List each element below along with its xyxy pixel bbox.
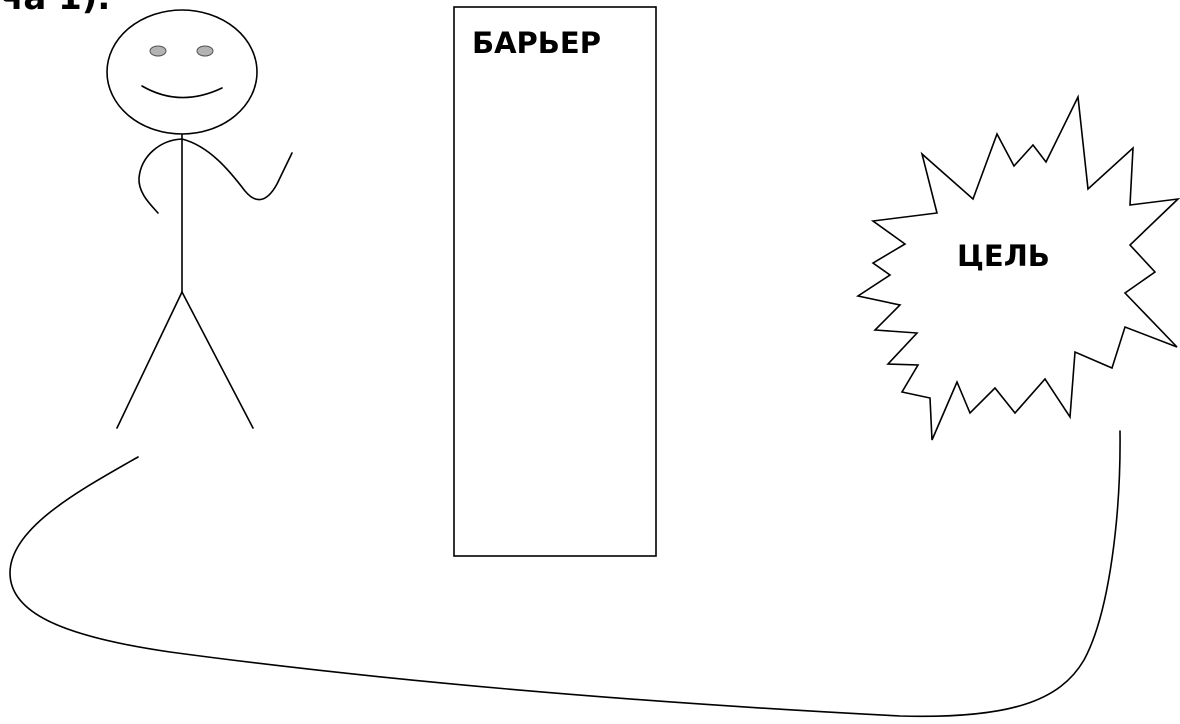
- barrier-label: БАРЬЕР: [472, 26, 601, 60]
- figure-left-leg: [117, 292, 182, 428]
- goal-label: ЦЕЛЬ: [957, 239, 1050, 273]
- figure-smile: [142, 86, 222, 98]
- figure-left-eye: [150, 46, 166, 56]
- figure-right-leg: [182, 292, 253, 428]
- barrier-rectangle: [454, 7, 656, 556]
- figure-left-arm: [139, 139, 182, 213]
- figure-right-arm: [182, 139, 292, 200]
- figure-head: [107, 10, 257, 134]
- figure-right-eye: [197, 46, 213, 56]
- stick-figure: [107, 10, 292, 428]
